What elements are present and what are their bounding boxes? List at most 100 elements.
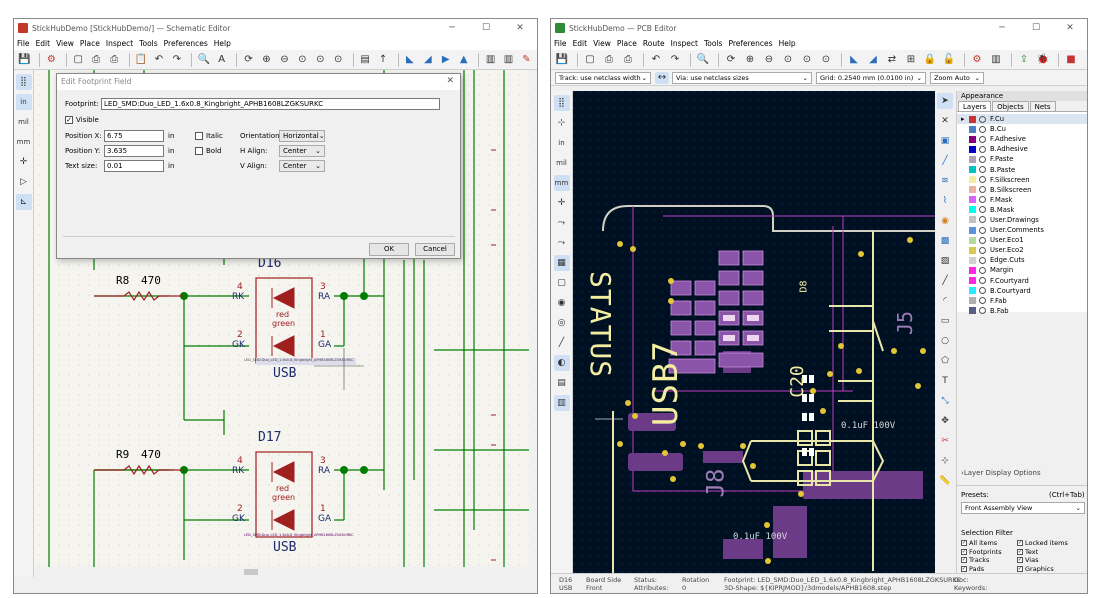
layer-selector-icon[interactable]: ■ bbox=[1066, 54, 1076, 65]
selection-filter-checkbox[interactable]: ✓ bbox=[1017, 540, 1023, 546]
selection-filter-checkbox[interactable]: ✓ bbox=[961, 540, 967, 546]
text-size-input[interactable]: 0.01 bbox=[104, 160, 164, 172]
layer-row[interactable]: B.Courtyard bbox=[957, 286, 1087, 296]
cancel-button[interactable]: Cancel bbox=[415, 243, 455, 256]
draw-line-icon[interactable]: ╱ bbox=[942, 276, 948, 286]
via-size-select[interactable]: Via: use netclass sizes⌄ bbox=[672, 71, 812, 84]
selection-filter-item[interactable]: ✓Tracks bbox=[961, 556, 989, 564]
route-diff-pair-icon[interactable]: ≋ bbox=[941, 176, 949, 186]
via-sketch-icon[interactable]: ◎ bbox=[557, 318, 566, 328]
drc-icon[interactable]: 🐞 bbox=[1036, 54, 1050, 65]
wire-angle-icon[interactable]: ⊾ bbox=[15, 194, 32, 210]
layer-color-swatch[interactable] bbox=[969, 236, 976, 244]
add-text-icon[interactable]: T bbox=[942, 376, 948, 386]
footprint-field[interactable]: LED_SMD:Duo_LED_1.6x0.8_Kingbright_APHB1… bbox=[244, 533, 354, 537]
print-icon[interactable]: ⎙ bbox=[605, 54, 613, 65]
layer-color-swatch[interactable] bbox=[969, 256, 976, 264]
tab-nets[interactable]: Nets bbox=[1029, 101, 1056, 111]
draw-rectangle-icon[interactable]: ▭ bbox=[940, 316, 950, 326]
layer-row[interactable]: Edge.Cuts bbox=[957, 255, 1087, 265]
grid-select[interactable]: Grid: 0.2540 mm (0.0100 in)⌄ bbox=[816, 71, 926, 84]
layer-color-swatch[interactable] bbox=[969, 125, 976, 133]
selection-filter-item[interactable]: ✓Graphics bbox=[1017, 565, 1054, 573]
schematic-vertical-scrollbar[interactable] bbox=[529, 70, 537, 577]
save-icon[interactable]: 💾 bbox=[18, 54, 31, 65]
print-icon[interactable]: ⎙ bbox=[92, 54, 101, 65]
unit-mils-button[interactable]: mil bbox=[556, 159, 567, 167]
draw-polygon-icon[interactable]: ⬠ bbox=[941, 356, 949, 366]
selection-filter-checkbox[interactable]: ✓ bbox=[1017, 565, 1023, 572]
menu-place[interactable]: Place bbox=[616, 39, 637, 48]
menu-view[interactable]: View bbox=[56, 39, 74, 48]
delete-icon[interactable]: ✂ bbox=[941, 436, 949, 446]
layer-visibility-icon[interactable] bbox=[979, 176, 986, 184]
menu-edit[interactable]: Edit bbox=[572, 39, 588, 48]
zoom-fit-icon[interactable]: ⊙ bbox=[298, 54, 307, 65]
layer-row[interactable]: B.Cu bbox=[957, 124, 1087, 134]
layer-row[interactable]: F.Mask bbox=[957, 195, 1087, 205]
layer-visibility-icon[interactable] bbox=[979, 256, 986, 264]
layer-color-swatch[interactable] bbox=[969, 155, 976, 163]
select-icon[interactable]: ➤ bbox=[937, 93, 953, 109]
find-icon[interactable]: 🔍 bbox=[197, 54, 210, 65]
track-sketch-icon[interactable]: ╱ bbox=[558, 338, 565, 348]
selection-filter-checkbox[interactable]: ✓ bbox=[961, 565, 967, 572]
selection-filter-item[interactable]: ✓Footprints bbox=[961, 548, 1002, 556]
cursor-shape-icon[interactable]: ✛ bbox=[557, 198, 566, 208]
layer-visibility-icon[interactable] bbox=[979, 135, 986, 143]
layer-row[interactable]: B.Fab bbox=[957, 306, 1087, 316]
layer-color-swatch[interactable] bbox=[969, 196, 976, 204]
halign-select[interactable]: Center⌄ bbox=[279, 145, 325, 157]
presets-select[interactable]: Front Assembly View⌄ bbox=[961, 502, 1085, 514]
layer-color-swatch[interactable] bbox=[969, 297, 976, 305]
menu-help[interactable]: Help bbox=[213, 39, 231, 48]
layer-color-swatch[interactable] bbox=[969, 246, 976, 254]
measure-icon[interactable]: 📏 bbox=[939, 476, 951, 486]
layer-visibility-icon[interactable] bbox=[979, 125, 986, 133]
unit-mm-button[interactable]: mm bbox=[553, 175, 570, 191]
draw-circle-icon[interactable]: ○ bbox=[941, 336, 949, 346]
zoom-selection-icon[interactable]: ⊙ bbox=[334, 54, 343, 65]
flip-icon[interactable]: ⇄ bbox=[887, 54, 897, 65]
layer-visibility-icon[interactable] bbox=[979, 115, 986, 123]
selection-filter-item[interactable]: ✓Locked items bbox=[1017, 539, 1068, 547]
layer-visibility-icon[interactable] bbox=[979, 297, 986, 305]
group-icon[interactable]: ⊞ bbox=[906, 54, 916, 65]
menu-preferences[interactable]: Preferences bbox=[728, 39, 773, 48]
layer-color-swatch[interactable] bbox=[969, 266, 976, 274]
layer-row[interactable]: Margin bbox=[957, 265, 1087, 275]
layer-row[interactable]: B.Adhesive bbox=[957, 144, 1087, 154]
hidden-pins-icon[interactable]: ▷ bbox=[20, 177, 27, 187]
menu-tools[interactable]: Tools bbox=[139, 39, 158, 48]
lock-icon[interactable]: 🔒 bbox=[923, 54, 937, 65]
minimize-icon[interactable]: ─ bbox=[999, 23, 1005, 33]
ok-button[interactable]: OK bbox=[369, 243, 409, 256]
layer-row[interactable]: B.Mask bbox=[957, 205, 1087, 215]
set-origin-icon[interactable]: ⊹ bbox=[941, 456, 949, 466]
menu-tools[interactable]: Tools bbox=[703, 39, 723, 48]
zoom-in-icon[interactable]: ⊕ bbox=[262, 54, 271, 65]
layer-color-swatch[interactable] bbox=[969, 135, 976, 143]
rotate-ccw-icon[interactable]: ◣ bbox=[850, 54, 858, 65]
unit-inches-button[interactable]: in bbox=[15, 94, 32, 110]
layer-row[interactable]: F.Paste bbox=[957, 154, 1087, 164]
save-icon[interactable]: 💾 bbox=[555, 54, 569, 65]
zoom-objects-icon[interactable]: ⊙ bbox=[802, 54, 812, 65]
show-layers-manager-icon[interactable]: ▥ bbox=[553, 395, 570, 411]
local-ratsnest-icon[interactable]: ✕ bbox=[941, 116, 949, 126]
pcb-canvas[interactable]: STATUS USB7 J8 C20 D8 J5 0.1uF 100V 0.1u… bbox=[573, 91, 935, 578]
unit-mils-button[interactable]: mil bbox=[18, 118, 29, 126]
tab-layers[interactable]: Layers bbox=[958, 101, 992, 111]
redo-icon[interactable]: ↷ bbox=[670, 54, 680, 65]
board-setup-icon[interactable]: ⚙ bbox=[972, 54, 982, 65]
layer-row[interactable]: F.Silkscreen bbox=[957, 175, 1087, 185]
add-target-icon[interactable]: ✥ bbox=[941, 416, 949, 426]
maximize-icon[interactable]: ☐ bbox=[1031, 23, 1041, 33]
layer-visibility-icon[interactable] bbox=[979, 307, 986, 315]
position-y-input[interactable]: 3.635 bbox=[104, 145, 164, 157]
layer-row[interactable]: F.Courtyard bbox=[957, 276, 1087, 286]
selection-filter-item[interactable]: ✓Text bbox=[1017, 548, 1038, 556]
add-footprint-icon[interactable]: ▣ bbox=[940, 136, 950, 146]
layer-row[interactable]: User.Eco2 bbox=[957, 245, 1087, 255]
find-icon[interactable]: 🔍 bbox=[696, 54, 710, 65]
